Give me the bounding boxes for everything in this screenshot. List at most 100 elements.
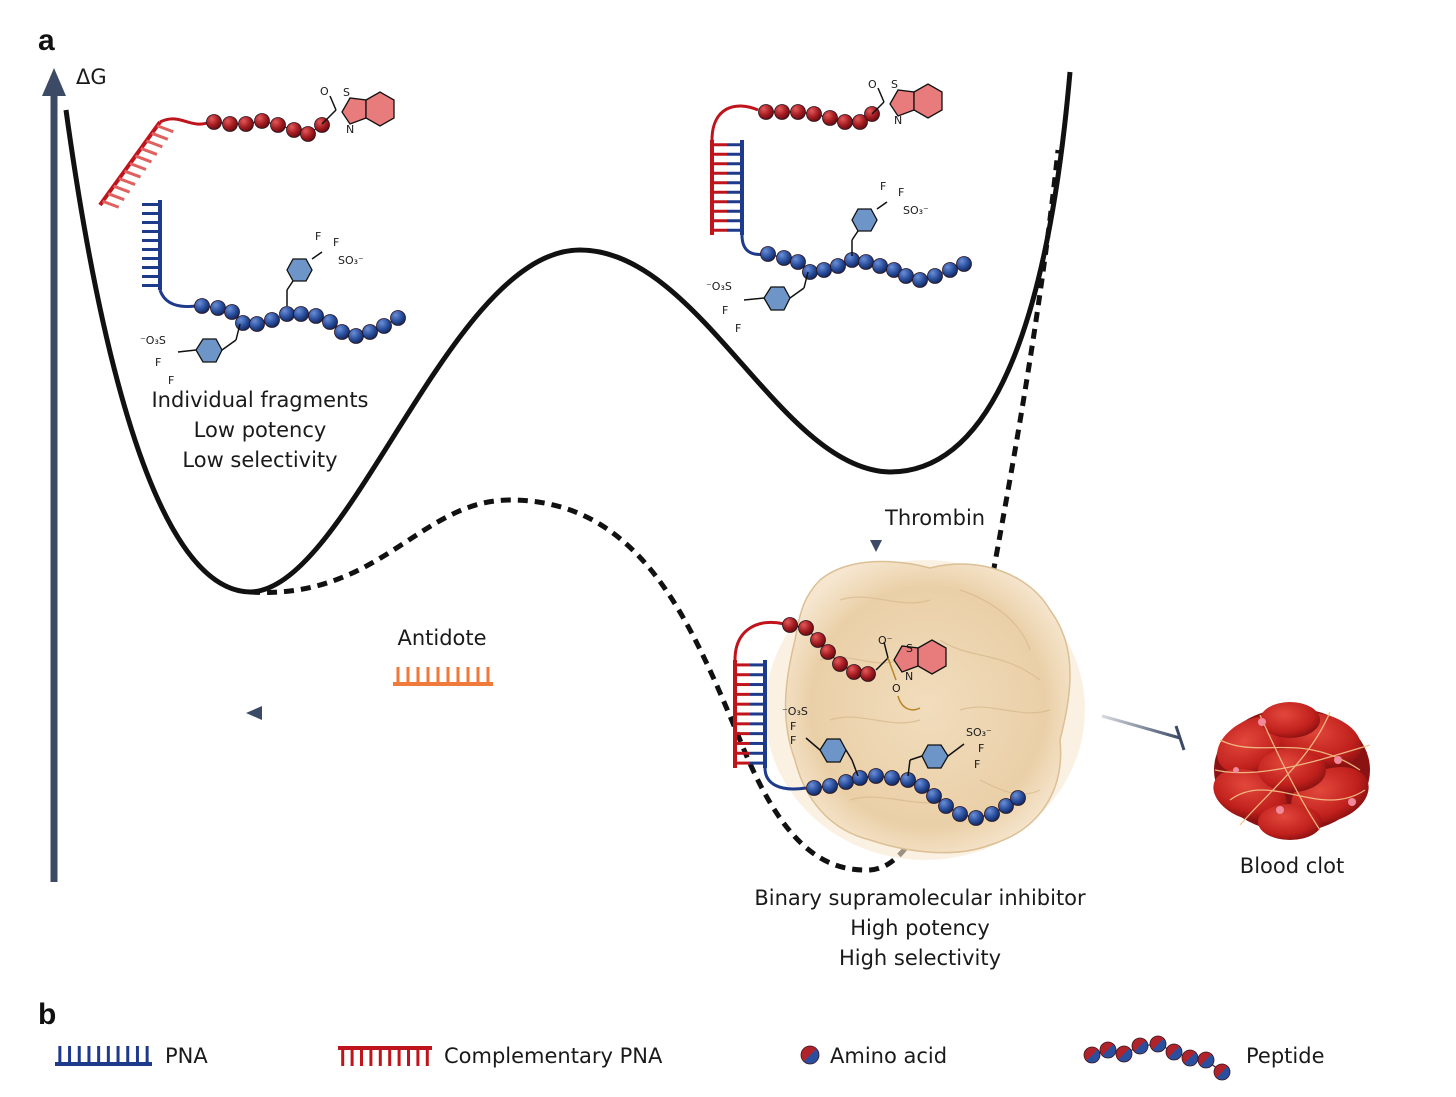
blue-amino-acid-bead bbox=[872, 258, 888, 274]
blue-amino-acid-bead bbox=[348, 328, 364, 344]
blue-amino-acid-bead bbox=[279, 306, 295, 322]
aryl-sulfonate-left-upper: F F SO₃⁻ bbox=[286, 230, 364, 306]
peptide-bead bbox=[1165, 1043, 1183, 1061]
energy-curve-solid bbox=[63, 71, 1073, 595]
legend-amino-acid-icon bbox=[800, 1045, 820, 1065]
blue-amino-acid-bead bbox=[914, 778, 930, 794]
svg-text:SO₃⁻: SO₃⁻ bbox=[903, 204, 929, 217]
svg-text:N: N bbox=[905, 670, 913, 683]
blue-amino-acid-bead bbox=[308, 308, 324, 324]
legend-peptide-label: Peptide bbox=[1246, 1044, 1324, 1068]
blue-amino-acid-bead bbox=[210, 300, 226, 316]
svg-text:S: S bbox=[343, 86, 350, 99]
svg-text:SO₃⁻: SO₃⁻ bbox=[966, 726, 992, 739]
svg-text:F: F bbox=[315, 230, 321, 243]
red-amino-acid-bead bbox=[238, 116, 254, 132]
svg-text:F: F bbox=[978, 742, 984, 755]
blue-amino-acid-bead bbox=[956, 256, 972, 272]
legend-complementary-pna-icon bbox=[338, 1046, 432, 1066]
blood-clot-illustration bbox=[1213, 702, 1371, 840]
left-state-line3: Low selectivity bbox=[182, 448, 337, 472]
y-axis-label: ΔG bbox=[76, 65, 107, 89]
panel-b-letter: b bbox=[38, 998, 56, 1031]
svg-text:F: F bbox=[790, 720, 796, 733]
svg-text:F: F bbox=[790, 734, 796, 747]
svg-text:S: S bbox=[906, 642, 913, 655]
blue-amino-acid-bead bbox=[390, 310, 406, 326]
blue-amino-acid-bead bbox=[322, 314, 338, 330]
blue-amino-acid-bead bbox=[926, 788, 942, 804]
blue-amino-acid-bead bbox=[194, 298, 210, 314]
legend-pna-icon bbox=[55, 1046, 152, 1066]
blue-amino-acid-bead bbox=[293, 306, 309, 322]
red-amino-acid-bead bbox=[852, 114, 868, 130]
pna-base bbox=[107, 192, 125, 202]
blue-amino-acid-bead bbox=[776, 250, 792, 266]
red-amino-acid-bead bbox=[758, 104, 774, 120]
blue-amino-acid-bead bbox=[376, 318, 392, 334]
benzothiazole-top: O S N bbox=[868, 78, 943, 127]
blue-amino-acid-bead bbox=[760, 246, 776, 262]
blue-amino-acid-bead bbox=[898, 268, 914, 284]
red-amino-acid-bead bbox=[806, 106, 822, 122]
peptide-bead bbox=[1115, 1045, 1133, 1063]
red-amino-acid-bead bbox=[286, 122, 302, 138]
peptide-bead bbox=[1181, 1049, 1199, 1067]
blue-amino-acid-bead bbox=[858, 254, 874, 270]
pna-base bbox=[156, 124, 174, 134]
blue-amino-acid-bead bbox=[952, 806, 968, 822]
peptide-bead bbox=[1131, 1037, 1149, 1055]
blue-amino-acid-bead bbox=[998, 798, 1014, 814]
red-amino-acid-bead bbox=[832, 656, 848, 672]
red-amino-acid-bead bbox=[846, 664, 862, 680]
aryl-sulfonate-left-lower: ⁻O₃S F F bbox=[140, 323, 241, 387]
blue-amino-acid-bead bbox=[249, 316, 265, 332]
legend-peptide-icon bbox=[1083, 1035, 1231, 1081]
bound-inhibitor-group: O⁻ O S N ⁻O₃S F F SO₃⁻ F F bbox=[733, 617, 1026, 826]
thrombin-arrow bbox=[870, 488, 882, 552]
svg-text:⁻O₃S: ⁻O₃S bbox=[782, 705, 808, 718]
svg-text:⁻O₃S: ⁻O₃S bbox=[706, 280, 732, 293]
pna-base bbox=[113, 184, 131, 194]
benzothiazole-bound: O⁻ O S N bbox=[875, 634, 947, 711]
red-amino-acid-bead bbox=[810, 632, 826, 648]
bound-state-line1: Binary supramolecular inhibitor bbox=[754, 886, 1086, 910]
red-amino-acid-bead bbox=[837, 114, 853, 130]
blue-amino-acid-bead bbox=[968, 810, 984, 826]
thrombin-label: Thrombin bbox=[884, 506, 985, 530]
blue-amino-acid-bead bbox=[984, 806, 1000, 822]
svg-text:O⁻: O⁻ bbox=[878, 634, 893, 647]
svg-text:F: F bbox=[155, 356, 161, 369]
blue-amino-acid-bead bbox=[927, 268, 943, 284]
left-state-line2: Low potency bbox=[194, 418, 327, 442]
blue-amino-acid-bead bbox=[802, 264, 818, 280]
aryl-sulfonate-bound-left: ⁻O₃S F F bbox=[782, 705, 859, 777]
antidote-label: Antidote bbox=[397, 626, 486, 650]
red-amino-acid-bead bbox=[300, 126, 316, 142]
red-amino-acid-bead bbox=[790, 104, 806, 120]
aryl-sulfonate-top-lower: ⁻O₃S F F bbox=[706, 271, 809, 335]
red-amino-acid-bead bbox=[254, 113, 270, 129]
blue-amino-acid-bead bbox=[334, 324, 350, 340]
pna-base bbox=[145, 139, 163, 149]
red-peptide-chain-top bbox=[758, 104, 880, 130]
individual-fragments-group: O S N F F SO₃⁻ ⁻O₃S bbox=[98, 85, 406, 387]
red-amino-acid-bead bbox=[820, 644, 836, 660]
svg-text:F: F bbox=[333, 236, 339, 249]
left-state-line1: Individual fragments bbox=[151, 388, 368, 412]
panel-a-letter: a bbox=[38, 24, 55, 57]
peptide-bead bbox=[1197, 1051, 1215, 1069]
peptide-bead bbox=[1099, 1041, 1117, 1059]
pna-base bbox=[124, 169, 142, 179]
svg-text:S: S bbox=[891, 78, 898, 91]
aryl-sulfonate-bound-right: SO₃⁻ F F bbox=[907, 726, 992, 777]
legend-pna-label: PNA bbox=[165, 1044, 208, 1068]
svg-text:N: N bbox=[346, 123, 354, 136]
svg-text:F: F bbox=[722, 304, 728, 317]
svg-text:F: F bbox=[880, 180, 886, 193]
blue-amino-acid-bead bbox=[822, 778, 838, 794]
red-amino-acid-bead bbox=[774, 104, 790, 120]
pna-base bbox=[118, 177, 136, 186]
red-peptide-chain-left bbox=[206, 113, 330, 142]
